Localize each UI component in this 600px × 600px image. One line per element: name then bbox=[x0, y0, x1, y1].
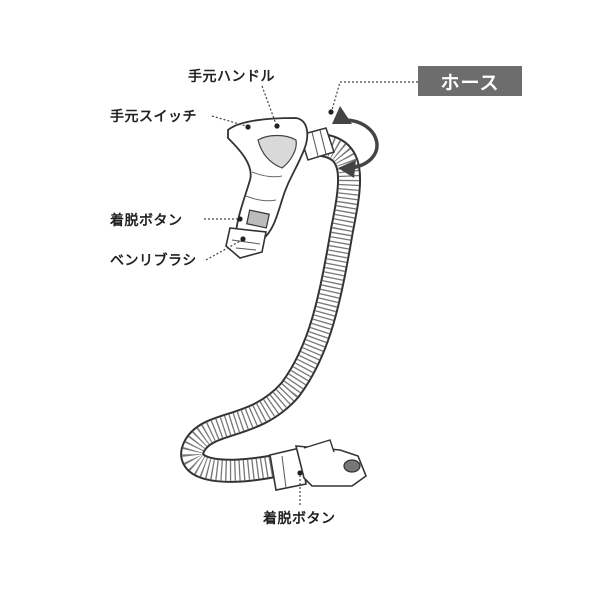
leader-handle bbox=[261, 85, 277, 125]
hose-body bbox=[180, 133, 361, 483]
label-release-button-upper: 着脱ボタン bbox=[110, 213, 183, 229]
leader-dots bbox=[237, 109, 334, 476]
leader-brush bbox=[205, 239, 243, 261]
label-handy-brush: ベンリブラシ bbox=[110, 253, 197, 269]
dot-handle bbox=[274, 123, 280, 129]
label-hand-handle: 手元ハンドル bbox=[188, 69, 275, 85]
hand-grip bbox=[227, 117, 309, 242]
dot-brush bbox=[240, 236, 246, 242]
bottom-connector bbox=[269, 439, 367, 491]
leader-switch bbox=[211, 115, 247, 127]
label-hand-switch: 手元スイッチ bbox=[110, 109, 197, 125]
dot-switch bbox=[245, 124, 251, 130]
dot-release-upper bbox=[237, 216, 243, 222]
leader-hose bbox=[331, 81, 418, 111]
hose-title-tag: ホース bbox=[418, 66, 522, 96]
label-release-button-lower: 着脱ボタン bbox=[263, 511, 336, 527]
dot-release-lower bbox=[297, 470, 303, 476]
release-button-upper bbox=[246, 209, 270, 229]
leader-lines bbox=[204, 81, 418, 505]
rotation-arrow-icon bbox=[332, 106, 379, 178]
dot-hose bbox=[328, 109, 334, 115]
swivel-joint bbox=[299, 127, 335, 161]
handy-brush bbox=[225, 227, 267, 259]
